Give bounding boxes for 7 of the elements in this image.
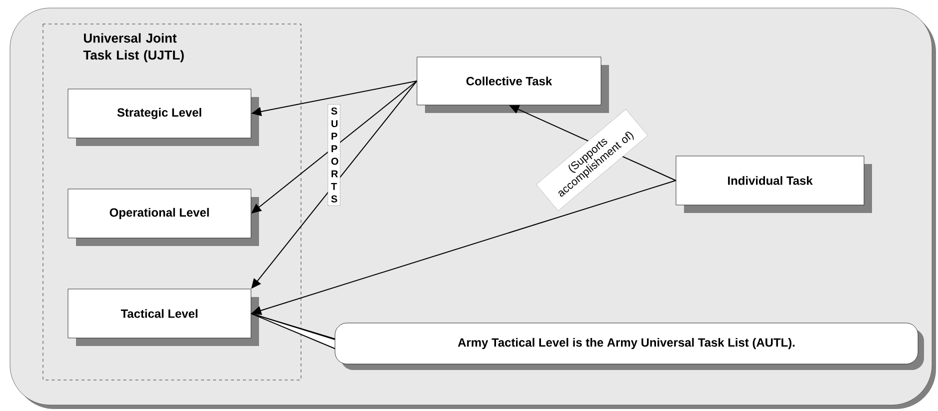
edge-label: SUPPORTS xyxy=(328,104,340,206)
task-box: Tactical Level xyxy=(68,288,259,346)
callout-bubble: Army Tactical Level is the Army Universal Task List (AUTL). xyxy=(250,313,924,370)
task-box: Operational Level xyxy=(68,188,259,246)
task-box: Strategic Level xyxy=(68,88,259,146)
task-box: Collective Task xyxy=(416,56,609,113)
task-box: Individual Task xyxy=(676,156,872,213)
